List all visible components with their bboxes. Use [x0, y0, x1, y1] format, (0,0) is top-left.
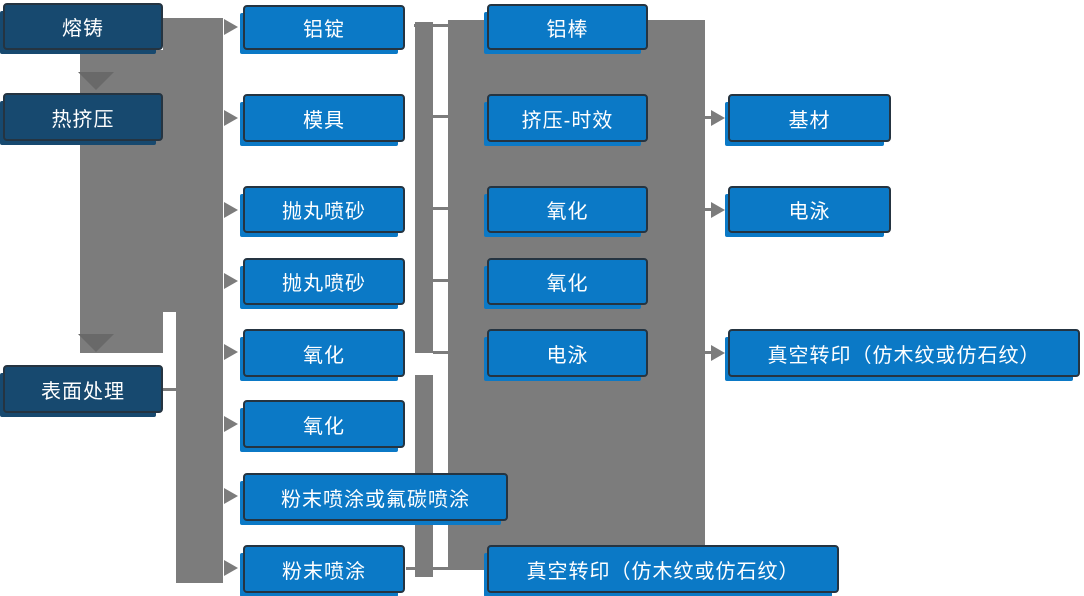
node-vacuum-transfer-print-bottom: 真空转印（仿木纹或仿石纹）: [487, 545, 839, 593]
connector-line-row5: [433, 351, 450, 354]
right-arrowhead-to-oxidation-1: [224, 344, 238, 360]
node-melting-casting: 熔铸: [3, 3, 163, 50]
node-powder-coating: 粉末喷涂: [243, 545, 405, 593]
node-substrate: 基材: [728, 94, 891, 142]
node-shot-blasting-2: 抛丸喷砂: [243, 258, 405, 305]
node-extrusion-aging: 挤压-时效: [487, 94, 648, 142]
connector-mid-bar-upper: [415, 22, 433, 353]
node-electrophoresis-2: 电泳: [728, 186, 891, 233]
connector-line-row3: [433, 207, 450, 210]
node-hot-extrusion: 热挤压: [3, 93, 163, 141]
node-electrophoresis-1: 电泳: [487, 329, 648, 377]
connector-line-bottom-row: [406, 567, 488, 570]
right-arrowhead-to-powder-or-fluorocarbon: [224, 488, 238, 504]
node-aluminum-ingot: 铝锭: [243, 5, 405, 50]
right-arrowhead-to-electrophoresis: [711, 202, 725, 218]
node-oxidation-1: 氧化: [243, 329, 405, 377]
node-oxidation-2: 氧化: [243, 400, 405, 448]
node-vacuum-transfer-print-right: 真空转印（仿木纹或仿石纹）: [728, 329, 1080, 377]
right-arrowhead-to-shot-blasting-1: [224, 202, 238, 218]
connector-stub-to-vacuum-transfer: [703, 351, 713, 354]
connector-line-row2: [433, 115, 450, 118]
down-arrowhead-to-hot-extrusion: [78, 72, 114, 90]
node-aluminum-rod: 铝棒: [487, 4, 648, 50]
node-surface-treatment: 表面处理: [3, 365, 163, 413]
connector-line-row4: [433, 279, 450, 282]
down-arrowhead-to-surface-treatment: [78, 334, 114, 352]
connector-trunk-upper: [163, 18, 223, 312]
node-mold: 模具: [243, 94, 405, 142]
node-powder-or-fluorocarbon-coating: 粉末喷涂或氟碳喷涂: [243, 473, 508, 521]
right-arrowhead-to-vacuum-transfer: [711, 345, 725, 361]
right-arrowhead-to-aluminum-ingot: [224, 19, 238, 35]
right-arrowhead-to-mold: [224, 110, 238, 126]
right-arrowhead-to-shot-blasting-2: [224, 273, 238, 289]
node-oxidation-3: 氧化: [487, 186, 648, 233]
right-arrowhead-to-oxidation-2: [224, 416, 238, 432]
node-shot-blasting-1: 抛丸喷砂: [243, 186, 405, 233]
node-oxidation-4: 氧化: [487, 258, 648, 305]
connector-line-surface-treatment: [163, 388, 178, 391]
connector-trunk-lower: [176, 312, 223, 583]
connector-line-row1: [414, 24, 450, 27]
right-arrowhead-to-substrate: [711, 110, 725, 126]
right-arrowhead-to-powder-coating: [224, 560, 238, 576]
connector-stub-to-electrophoresis: [703, 208, 713, 211]
connector-stub-to-substrate: [703, 116, 713, 119]
